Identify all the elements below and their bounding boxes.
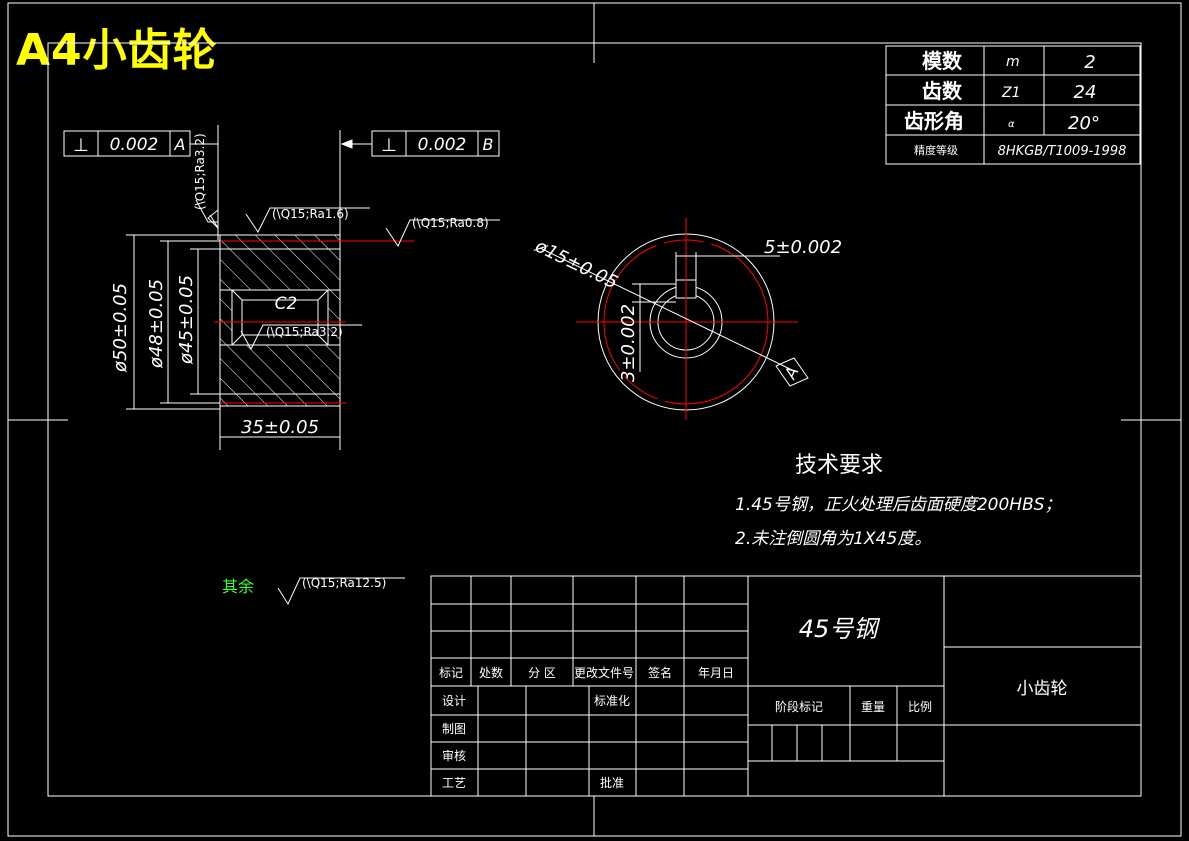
dim-bore: ø15±0.05 [531,235,621,293]
tb-col-change-doc: 更改文件号 [574,665,634,680]
drawing-frame [7,2,1182,837]
tb-col-mark: 标记 [439,666,463,680]
tb-col-date: 年月日 [698,666,734,680]
param-symbol-module: m [1006,54,1020,70]
tb-weight: 重量 [861,700,885,714]
param-label-teeth: 齿数 [922,79,963,103]
tol-a-value: 0.002 [110,135,159,155]
tb-scale: 比例 [908,700,932,714]
tb-approve: 批准 [600,775,624,790]
tol-b-datum: B [483,135,494,154]
param-label-precision: 精度等级 [914,143,958,157]
tb-row-design: 设计 [442,694,466,708]
roughness-side-a: (\Q15;Ra3.2) [193,133,207,210]
roughness-right-top: (\Q15;Ra0.8) [412,216,489,230]
dim-diameter-48: ø48±0.05 [146,279,167,369]
gear-front-view [539,218,809,420]
tech-requirement-2: 2.未注倒圆角为1X45度。 [735,529,932,549]
dim-keyway-width: 5±0.002 [764,237,842,258]
rest-roughness-label: 其余 [222,577,255,596]
diameter-dimensions [126,234,341,450]
tb-row-review: 审核 [442,748,466,763]
tb-stage-mark: 阶段标记 [775,699,823,714]
param-value-module: 2 [1084,52,1095,73]
datum-a-marker [195,199,219,230]
roughness-rest: (\Q15;Ra12.5) [302,576,386,590]
tolerance-frame-b [339,130,500,240]
dim-width: 35±0.05 [241,417,319,438]
tb-part-name: 小齿轮 [1017,679,1068,699]
param-value-angle: 20° [1068,113,1100,134]
roughness-symbols [240,207,500,606]
roughness-top: (\Q15;Ra1.6) [272,207,349,221]
tb-col-count: 处数 [479,665,503,680]
param-symbol-teeth: Z1 [1001,85,1021,101]
tech-requirements-title: 技术要求 [795,453,884,478]
param-label-module: 模数 [922,49,963,73]
tb-row-draw: 制图 [442,722,466,736]
datum-a-label: A [780,364,802,383]
title-block [430,575,1142,797]
tb-material: 45号钢 [799,615,881,643]
tol-a-symbol: ⊥ [73,135,89,156]
dim-diameter-50: ø50±0.05 [110,283,131,373]
page-title: A4小齿轮 [16,25,218,76]
dim-keyway-depth: 3±0.002 [618,304,639,382]
tb-col-sign: 签名 [648,665,672,680]
param-value-teeth: 24 [1074,82,1097,103]
tol-a-datum: A [174,135,186,154]
chamfer-label: C2 [275,294,298,314]
tb-row-process: 工艺 [442,776,466,790]
tech-requirement-1: 1.45号钢，正火处理后齿面硬度200HBS； [735,495,1062,515]
params-table [885,45,1141,165]
tol-b-value: 0.002 [418,135,467,155]
param-symbol-angle: α [1008,119,1015,130]
tol-b-symbol: ⊥ [381,135,397,156]
param-label-angle: 齿形角 [904,109,964,133]
roughness-bore: (\Q15;Ra3.2) [266,325,343,339]
tb-col-zone: 分 区 [528,666,556,680]
dim-diameter-45: ø45±0.05 [176,275,197,365]
tb-standardize: 标准化 [594,694,630,708]
gear-side-view [214,234,414,407]
param-value-precision: 8HKGB/T1009-1998 [998,144,1127,159]
